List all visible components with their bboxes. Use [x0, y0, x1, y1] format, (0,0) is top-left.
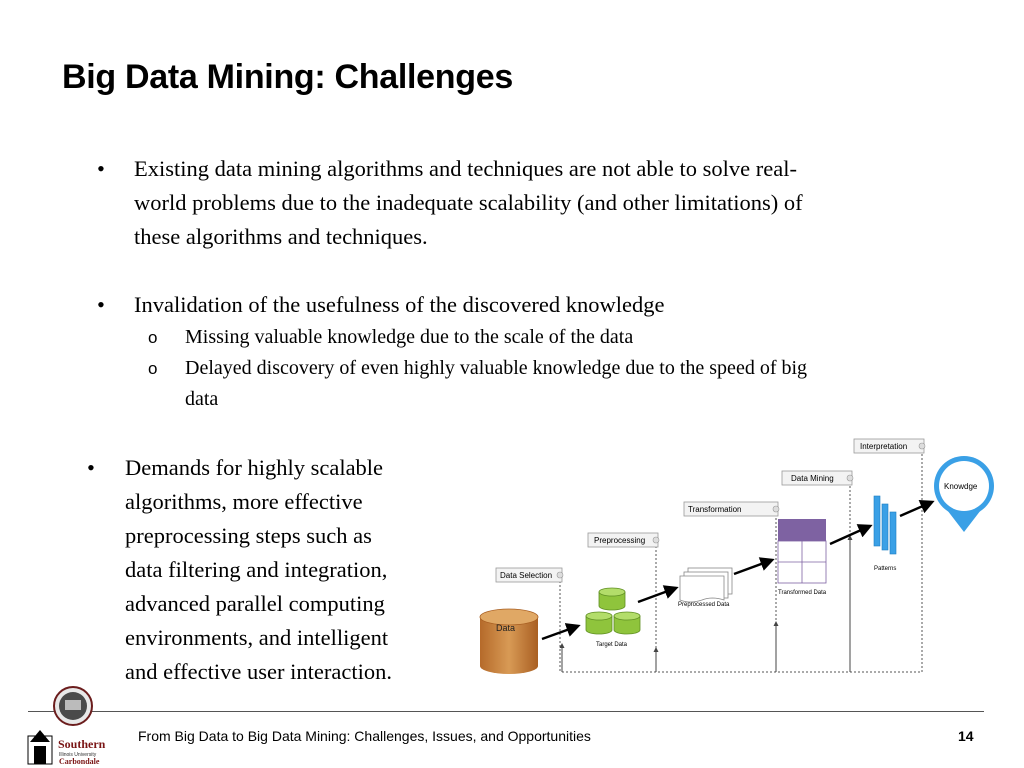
- feedback-lines: [559, 446, 923, 673]
- step-text: Interpretation: [860, 442, 907, 451]
- transformed-data-icon: [777, 519, 827, 584]
- bullet-line: Invalidation of the usefulness of the di…: [134, 292, 665, 317]
- subitem-symbol: o: [148, 359, 158, 378]
- bullet-line: algorithms, more effective: [125, 489, 363, 514]
- step-text: Data Mining: [791, 474, 834, 483]
- subitem-symbol: o: [148, 328, 158, 347]
- data-cylinder-icon: Data: [479, 608, 539, 674]
- logo-text: Illinois University: [59, 752, 97, 758]
- subitem-delayed-discovery: o Delayed discovery of even highly valua…: [148, 353, 998, 415]
- footer-text: From Big Data to Big Data Mining: Challe…: [138, 728, 591, 744]
- bullet-line: and effective user interaction.: [125, 659, 392, 684]
- bullet-line: world problems due to the inadequate sca…: [134, 190, 803, 215]
- bullet-line: data filtering and integration,: [125, 557, 388, 582]
- artifact-text: Preprocessed Data: [678, 602, 730, 608]
- slide-title: Big Data Mining: Challenges: [62, 58, 513, 96]
- step-label-preprocessing: Preprocessing: [587, 532, 660, 548]
- artifact-text: Target Data: [596, 642, 628, 648]
- artifact-text: Transformed Data: [778, 590, 827, 596]
- bullet-line: Existing data mining algorithms and tech…: [134, 156, 797, 181]
- siu-carbondale-logo: Southern Illinois University Carbondale: [27, 686, 106, 766]
- target-data-icon: [585, 587, 641, 635]
- bullet-line: advanced parallel computing: [125, 591, 385, 616]
- logo-text: Southern: [58, 737, 106, 751]
- step-text: Data Selection: [500, 571, 552, 580]
- step-text: Transformation: [688, 505, 742, 514]
- bullet-demands: • Demands for highly scalable algorithms…: [87, 451, 477, 691]
- patterns-icon: [873, 495, 897, 555]
- step-label-interpretation: Interpretation: [853, 438, 926, 454]
- artifact-text: Data: [496, 623, 515, 633]
- subitem-line: Delayed discovery of even highly valuabl…: [185, 357, 808, 379]
- preprocessed-data-icon: [679, 567, 733, 603]
- subitem-line: data: [185, 388, 219, 410]
- footer-divider: [28, 711, 984, 712]
- bullet-invalidation: • Invalidation of the usefulness of the …: [97, 288, 997, 322]
- bullet-line: preprocessing steps such as: [125, 523, 372, 548]
- bullet-symbol: •: [97, 292, 105, 317]
- bullet-line: environments, and intelligent: [125, 625, 389, 650]
- step-label-data-selection: Data Selection: [495, 567, 564, 583]
- artifact-text: Patterns: [874, 566, 896, 572]
- subitem-missing-knowledge: o Missing valuable knowledge due to the …: [148, 322, 998, 353]
- page-number: 14: [958, 728, 974, 744]
- feedback-arrow-ups: [559, 535, 853, 672]
- artifact-text: Knowdge: [944, 482, 978, 491]
- bullet-symbol: •: [97, 156, 105, 181]
- logo-text: Carbondale: [59, 757, 100, 766]
- bullet-line: Demands for highly scalable: [125, 455, 384, 480]
- step-label-transformation: Transformation: [683, 501, 780, 517]
- bullet-symbol: •: [87, 455, 95, 480]
- step-label-data-mining: Data Mining: [781, 470, 854, 486]
- bullet-line: these algorithms and techniques.: [134, 224, 428, 249]
- step-text: Preprocessing: [594, 536, 645, 545]
- bullet-scalability: • Existing data mining algorithms and te…: [97, 152, 997, 254]
- process-arrows: [541, 500, 935, 641]
- kdd-process-diagram: Data Selection Preprocessing Transformat…: [479, 438, 994, 674]
- knowledge-pin-icon: Knowdge: [934, 456, 994, 532]
- subitem-line: Missing valuable knowledge due to the sc…: [185, 326, 634, 348]
